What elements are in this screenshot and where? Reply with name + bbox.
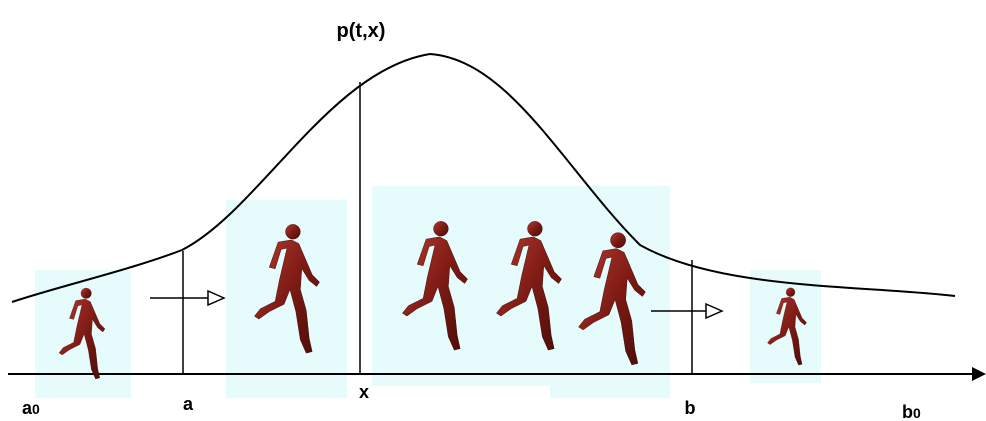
label-b: b: [685, 398, 696, 418]
label-b0: b0: [902, 402, 921, 421]
hollow-arrowhead-icon: [207, 289, 226, 307]
label-x: x: [359, 382, 369, 402]
panel-center-bottom: [550, 380, 670, 398]
motion-arrow-right: [651, 302, 724, 320]
label-a0: a0: [22, 398, 40, 418]
curve-title: p(t,x): [337, 20, 386, 42]
hollow-arrowhead-icon: [705, 302, 724, 320]
label-a: a: [183, 394, 194, 414]
motion-arrow-left: [150, 289, 226, 307]
density-curve: [11, 52, 956, 303]
x-axis-arrowhead-icon: [972, 367, 986, 381]
